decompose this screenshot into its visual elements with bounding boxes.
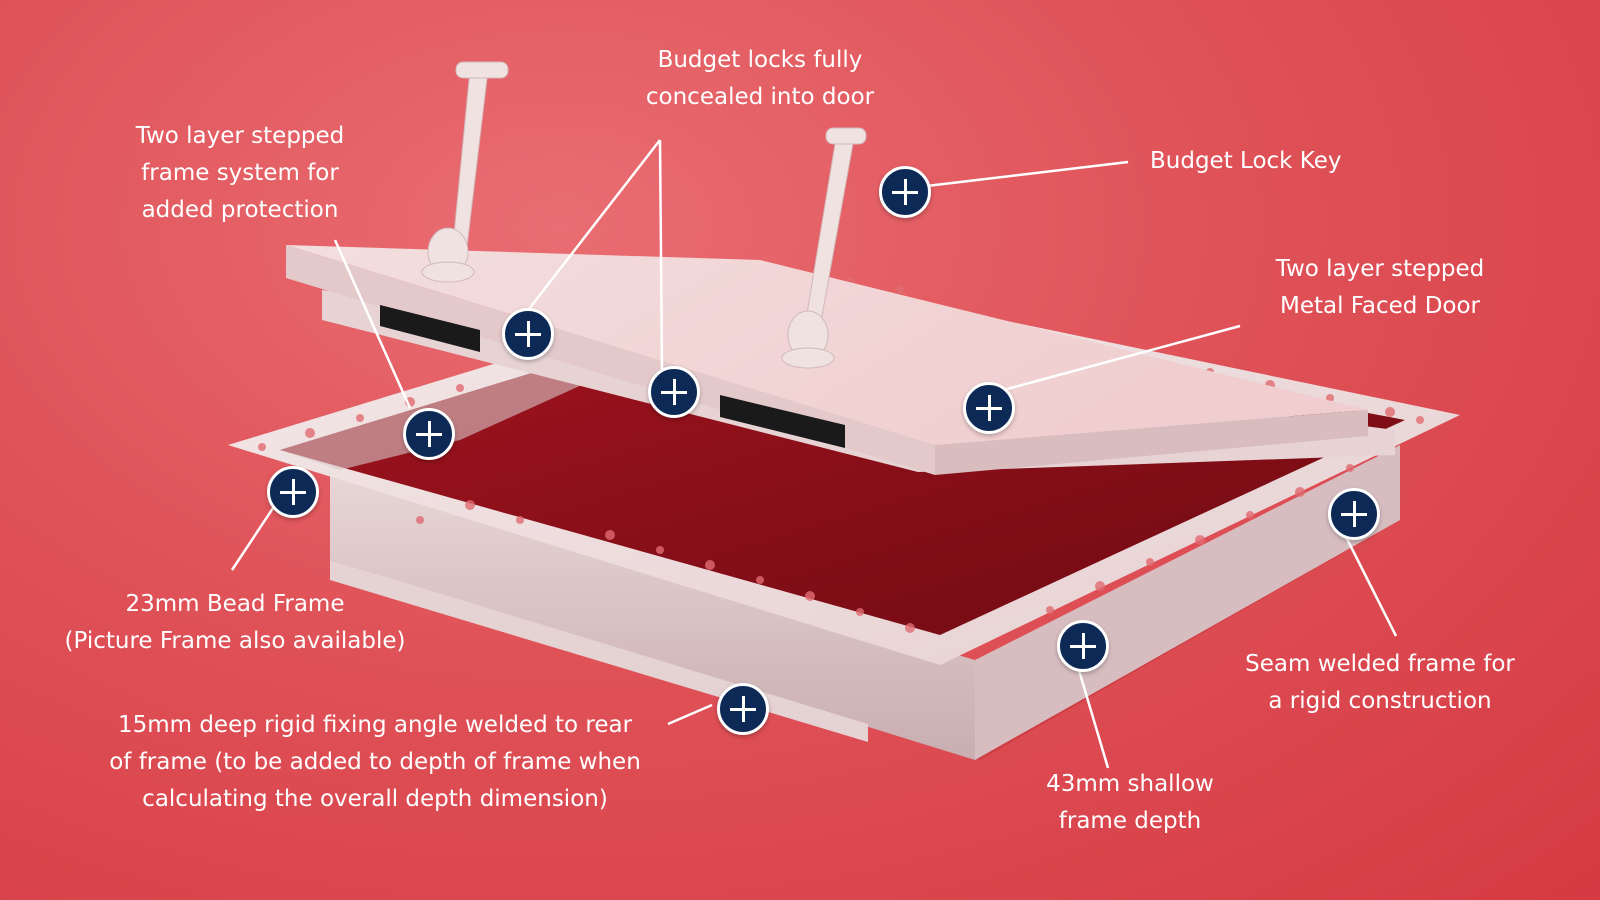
label-shallow-depth: 43mm shallow frame depth	[1010, 766, 1250, 840]
label-budget-locks-line-2: concealed into door	[645, 84, 875, 110]
label-seam-welded-line-1: Seam welded frame for	[1245, 651, 1515, 677]
label-two-layer-frame-line-3: added protection	[141, 197, 339, 223]
label-fixing-angle: 15mm deep rigid fixing angle welded to r…	[70, 707, 680, 818]
label-budget-lock-key: Budget Lock Key	[1150, 143, 1390, 180]
label-budget-locks: Budget locks fully concealed into door	[610, 42, 910, 116]
label-fixing-angle-line-3: calculating the overall depth dimension)	[142, 786, 608, 812]
door-side-edge	[935, 410, 1368, 475]
hotspot-bead-frame-plus-icon[interactable]	[267, 466, 319, 518]
label-metal-faced-door-line-2: Metal Faced Door	[1279, 293, 1481, 319]
label-metal-faced-door-line-1: Two layer stepped	[1275, 256, 1485, 282]
lock-key-right	[781, 127, 867, 369]
label-seam-welded: Seam welded frame for a rigid constructi…	[1215, 646, 1545, 720]
label-budget-lock-key-line-1: Budget Lock Key	[1150, 148, 1342, 174]
hotspot-metal-faced-door-plus-icon[interactable]	[963, 382, 1015, 434]
budget-lock-left	[380, 305, 480, 352]
door-top-layer	[286, 245, 1368, 445]
budget-lock-right	[720, 395, 845, 448]
frame-side-left	[330, 470, 975, 760]
label-two-layer-frame: Two layer stepped frame system for added…	[105, 118, 375, 229]
label-shallow-depth-line-2: frame depth	[1058, 808, 1202, 834]
label-bead-frame-line-1: 23mm Bead Frame	[125, 591, 345, 617]
label-fixing-angle-line-1: 15mm deep rigid fixing angle welded to r…	[117, 712, 633, 738]
label-two-layer-frame-line-2: frame system for	[141, 160, 339, 186]
hotspot-budget-lock-right-plus-icon[interactable]	[648, 366, 700, 418]
lock-key-left	[421, 61, 509, 283]
hotspot-fixing-angle-plus-icon[interactable]	[717, 683, 769, 735]
label-two-layer-frame-line-1: Two layer stepped	[135, 123, 345, 149]
label-fixing-angle-line-2: of frame (to be added to depth of frame …	[109, 749, 641, 775]
hotspot-budget-lock-left-plus-icon[interactable]	[502, 308, 554, 360]
hotspot-budget-lock-key-plus-icon[interactable]	[879, 166, 931, 218]
label-bead-frame: 23mm Bead Frame (Picture Frame also avai…	[40, 586, 430, 660]
label-shallow-depth-line-1: 43mm shallow	[1046, 771, 1214, 797]
label-metal-faced-door: Two layer stepped Metal Faced Door	[1235, 251, 1525, 325]
hotspot-two-layer-frame-plus-icon[interactable]	[403, 408, 455, 460]
label-bead-frame-line-2: (Picture Frame also available)	[64, 628, 406, 654]
label-seam-welded-line-2: a rigid construction	[1268, 688, 1492, 714]
hotspot-shallow-depth-plus-icon[interactable]	[1057, 620, 1109, 672]
hotspot-seam-welded-plus-icon[interactable]	[1328, 488, 1380, 540]
label-budget-locks-line-1: Budget locks fully	[657, 47, 863, 73]
